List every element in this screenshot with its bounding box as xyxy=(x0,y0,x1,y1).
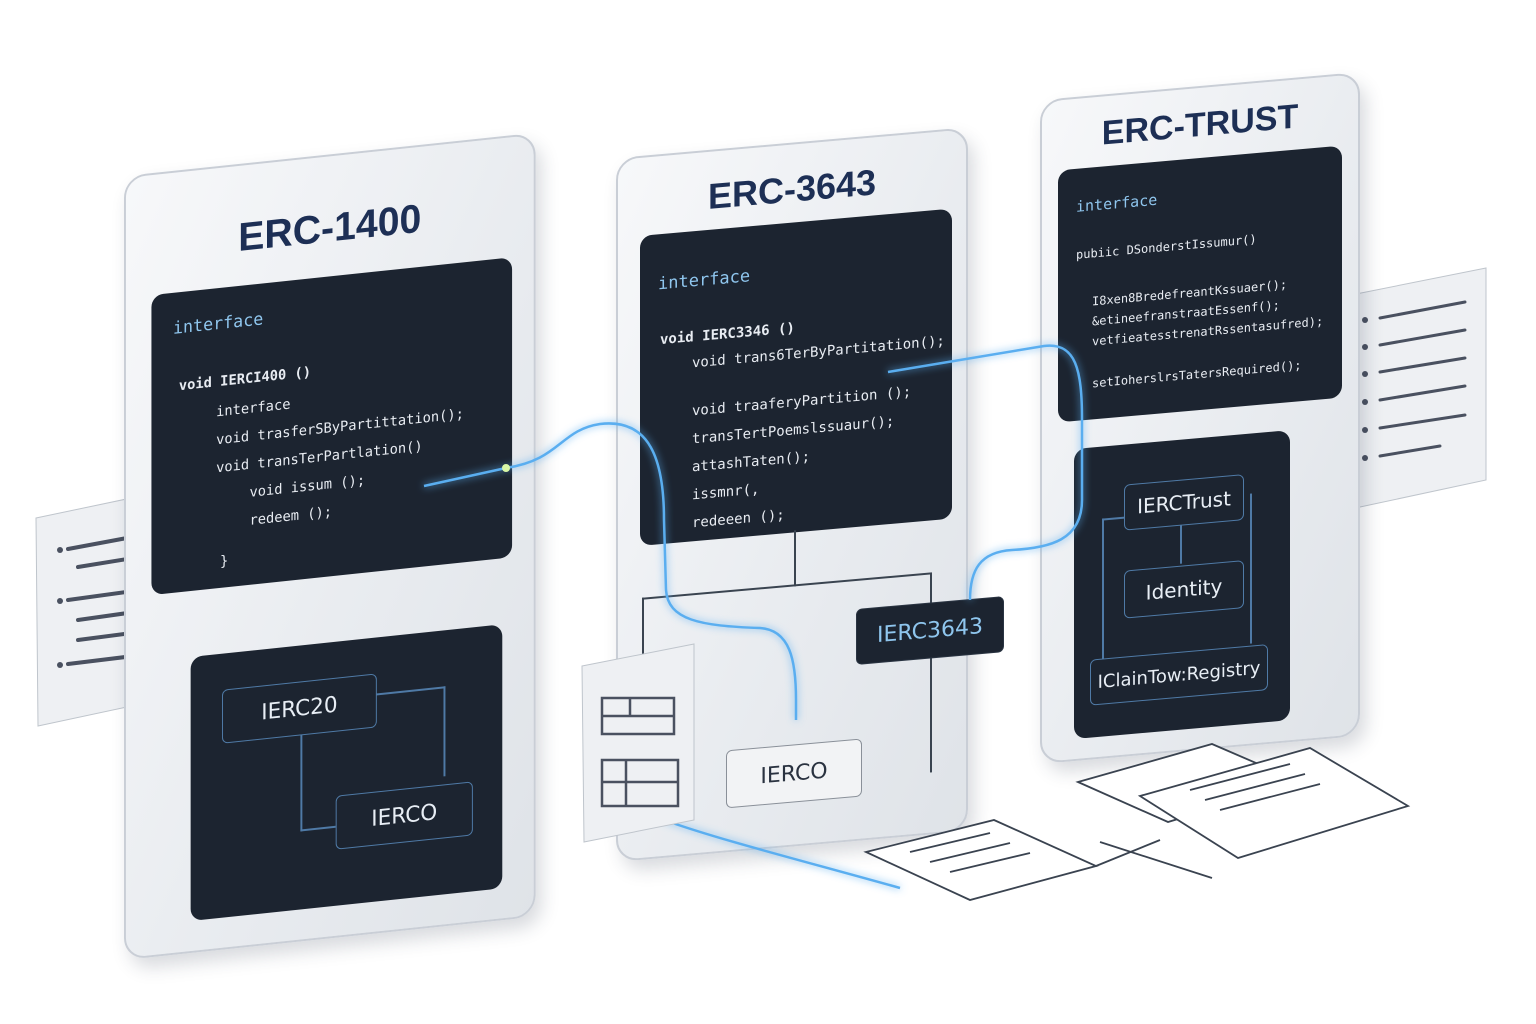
floor-paper-lines xyxy=(909,763,1321,879)
floor-papers xyxy=(863,743,1411,901)
glow-connector xyxy=(423,344,1084,890)
right-floating-paper xyxy=(1345,267,1487,511)
glow-node xyxy=(502,464,510,472)
grid-paper xyxy=(581,643,695,843)
